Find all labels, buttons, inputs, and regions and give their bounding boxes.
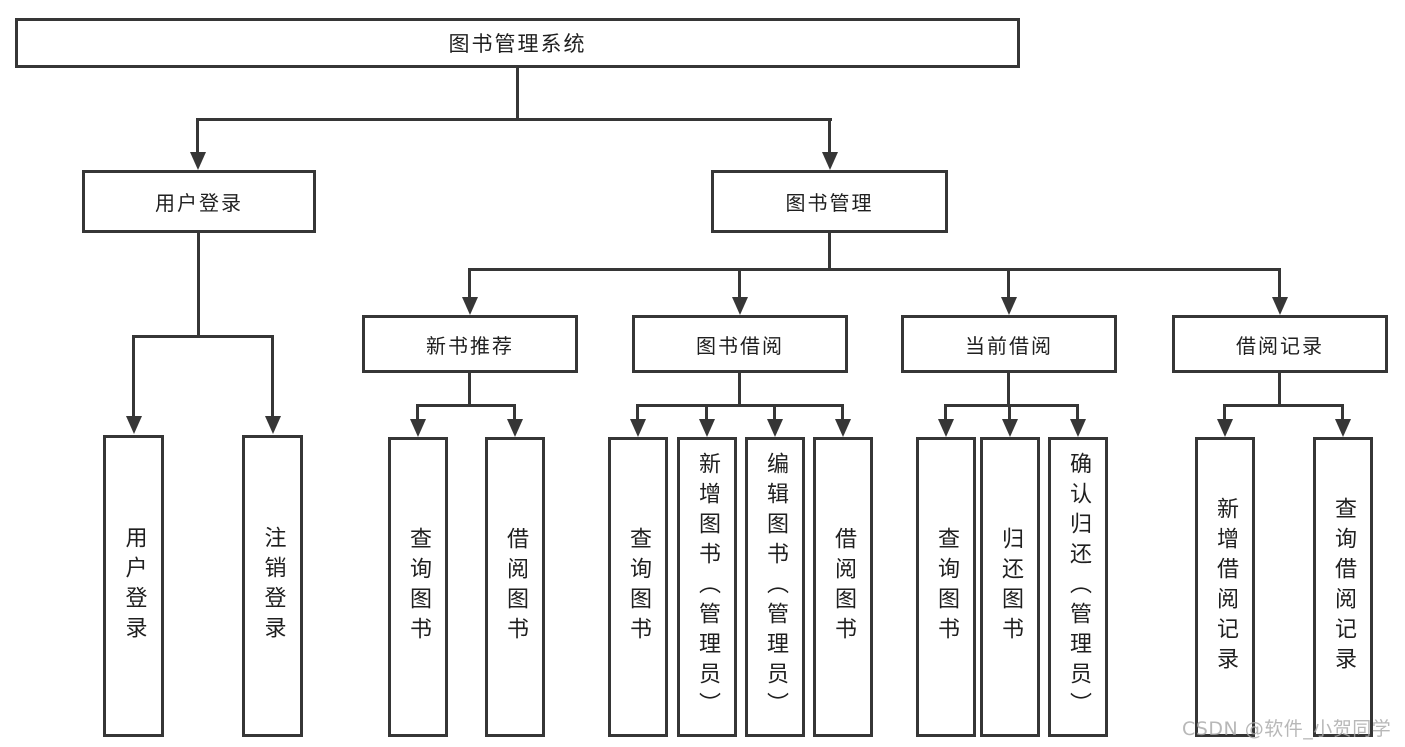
groupC-drop-2: [1008, 404, 1011, 421]
groupA-hline: [416, 404, 516, 407]
arrow-down-icon: [1335, 419, 1351, 437]
leaf-query-books-current-label: 查询图书: [934, 527, 959, 647]
arrow-down-icon: [265, 416, 281, 434]
groupB-drop-2: [705, 404, 708, 421]
node-root: 图书管理系统: [15, 18, 1020, 68]
book-management-stub-line: [828, 233, 831, 271]
groupD-stub-line: [1278, 373, 1281, 406]
user-login-stub-line: [197, 233, 200, 337]
leaf-return-books: 归还图书: [980, 437, 1040, 737]
groupC-drop-1: [944, 404, 947, 421]
leaf-query-books-borrow-label: 查询图书: [626, 527, 651, 647]
csdn-watermark: CSDN @软件_小贺同学: [1182, 718, 1392, 740]
groupD-drop-1: [1223, 404, 1226, 421]
user-login-hline: [132, 335, 273, 338]
node-current-borrow-label: 当前借阅: [965, 333, 1053, 358]
arrow-down-icon: [190, 152, 206, 170]
leaf-query-borrow-record-label: 查询借阅记录: [1331, 497, 1356, 677]
node-user-login-label: 用户登录: [155, 191, 243, 215]
arrow-down-icon: [767, 419, 783, 437]
level3-drop-1: [468, 268, 471, 299]
arrow-down-icon: [835, 419, 851, 437]
leaf-query-borrow-record: 查询借阅记录: [1313, 437, 1373, 737]
leaf-add-books-admin: 新增图书（管理员）: [677, 437, 737, 737]
node-root-label: 图书管理系统: [448, 32, 587, 56]
level3-drop-4: [1278, 268, 1281, 299]
level3-drop-2: [738, 268, 741, 299]
node-new-book-recommend: 新书推荐: [362, 315, 578, 373]
arrow-down-icon: [1001, 297, 1017, 315]
groupB-stub-line: [738, 373, 741, 406]
leaf-borrow-books-recommend-label: 借阅图书: [503, 527, 528, 647]
level3-hline: [468, 268, 1281, 271]
leaf-add-books-admin-label: 新增图书（管理员）: [695, 452, 720, 722]
leaf-edit-books-admin: 编辑图书（管理员）: [745, 437, 805, 737]
leaf-borrow-books-label: 借阅图书: [831, 527, 856, 647]
leaf-borrow-books: 借阅图书: [813, 437, 873, 737]
groupC-hline: [944, 404, 1079, 407]
arrow-down-icon: [410, 419, 426, 437]
node-book-borrow: 图书借阅: [632, 315, 848, 373]
leaf-borrow-books-recommend: 借阅图书: [485, 437, 545, 737]
node-book-management-label: 图书管理: [785, 191, 874, 215]
user-login-drop-right: [271, 335, 274, 417]
arrow-down-icon: [462, 297, 478, 315]
node-borrow-records-label: 借阅记录: [1236, 333, 1324, 358]
groupA-stub-line: [468, 373, 471, 406]
arrow-down-icon: [507, 419, 523, 437]
groupC-drop-3: [1076, 404, 1079, 421]
leaf-query-books-borrow: 查询图书: [608, 437, 668, 737]
arrow-down-icon: [1070, 419, 1086, 437]
root-stub-line: [516, 68, 519, 120]
arrow-down-icon: [1002, 419, 1018, 437]
leaf-edit-books-admin-label: 编辑图书（管理员）: [763, 452, 788, 722]
arrow-down-icon: [1272, 297, 1288, 315]
arrow-down-icon: [699, 419, 715, 437]
node-new-book-recommend-label: 新书推荐: [426, 333, 514, 358]
arrow-down-icon: [630, 419, 646, 437]
level2-drop-left: [196, 118, 199, 154]
arrow-down-icon: [1217, 419, 1233, 437]
leaf-query-books-recommend-label: 查询图书: [406, 527, 431, 647]
groupB-drop-3: [773, 404, 776, 421]
groupA-drop-2: [513, 404, 516, 421]
leaf-return-books-label: 归还图书: [998, 527, 1023, 647]
user-login-drop-left: [132, 335, 135, 417]
level2-hline: [196, 118, 832, 121]
leaf-query-books-current: 查询图书: [916, 437, 976, 737]
node-user-login: 用户登录: [82, 170, 316, 233]
groupB-drop-1: [636, 404, 639, 421]
groupB-hline: [636, 404, 844, 407]
leaf-logout: 注销登录: [242, 435, 303, 737]
leaf-user-login: 用户登录: [103, 435, 164, 737]
level2-drop-right: [828, 118, 831, 154]
arrow-down-icon: [822, 152, 838, 170]
level3-drop-3: [1007, 268, 1010, 299]
arrow-down-icon: [126, 416, 142, 434]
leaf-logout-label: 注销登录: [260, 526, 286, 646]
groupD-drop-2: [1341, 404, 1344, 421]
leaf-confirm-return-admin: 确认归还（管理员）: [1048, 437, 1108, 737]
arrow-down-icon: [732, 297, 748, 315]
groupB-drop-4: [841, 404, 844, 421]
leaf-add-borrow-record: 新增借阅记录: [1195, 437, 1255, 737]
leaf-query-books-recommend: 查询图书: [388, 437, 448, 737]
arrow-down-icon: [938, 419, 954, 437]
node-book-borrow-label: 图书借阅: [696, 333, 784, 358]
node-current-borrow: 当前借阅: [901, 315, 1117, 373]
node-borrow-records: 借阅记录: [1172, 315, 1388, 373]
leaf-add-borrow-record-label: 新增借阅记录: [1213, 497, 1238, 677]
groupC-stub-line: [1007, 373, 1010, 406]
node-book-management: 图书管理: [711, 170, 948, 233]
groupD-hline: [1223, 404, 1344, 407]
leaf-confirm-return-admin-label: 确认归还（管理员）: [1066, 452, 1091, 722]
groupA-drop-1: [416, 404, 419, 421]
leaf-user-login-label: 用户登录: [121, 526, 147, 646]
